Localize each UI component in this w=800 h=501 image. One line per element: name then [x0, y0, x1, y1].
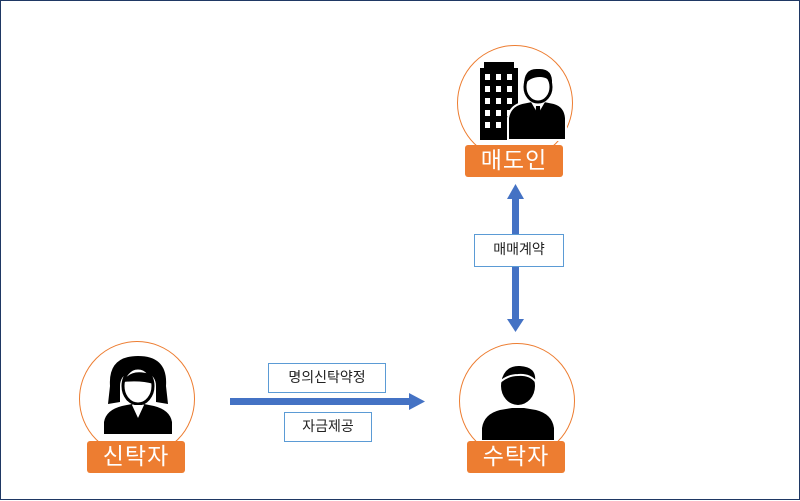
sale-contract-label: 매매계약 [474, 234, 564, 267]
truster-label: 신탁자 [87, 441, 185, 473]
trust-agreement-label: 명의신탁약정 [268, 363, 386, 393]
truster-node [79, 341, 195, 457]
trustee-label: 수탁자 [467, 441, 565, 473]
woman-icon [104, 356, 172, 434]
building-businessman-icon [480, 62, 567, 141]
trust-funding-arrow [230, 393, 425, 410]
seller-node [457, 45, 573, 161]
fund-provision-label: 자금제공 [284, 412, 372, 442]
seller-label: 매도인 [465, 145, 563, 177]
trustee-node [459, 343, 575, 459]
man-icon [482, 363, 554, 440]
